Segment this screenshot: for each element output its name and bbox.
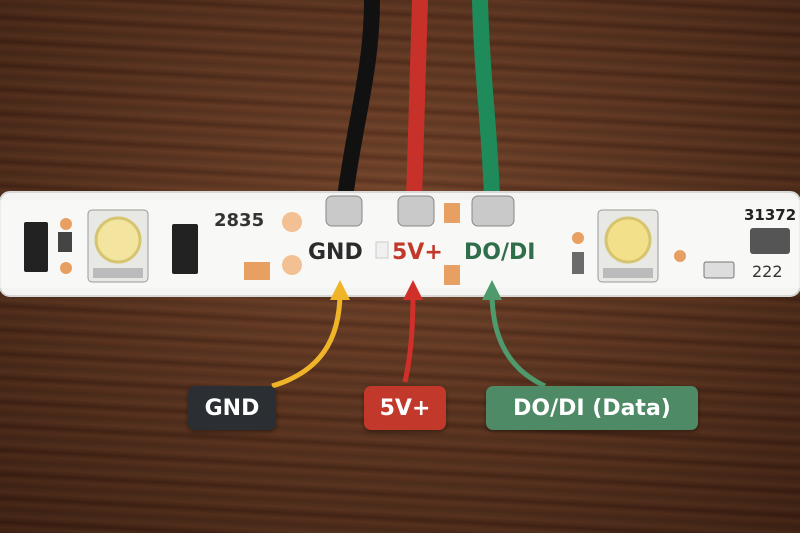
arrow-gnd [271,291,343,389]
resistor-left [24,222,48,272]
solder-joint-data [471,195,515,227]
edge-code-bottom: 222 [752,262,783,281]
pad-label-gnd: GND [308,240,363,265]
callout-5v: 5V+ [364,386,446,430]
copper-pad [244,262,270,280]
pad-label-data: DO/DI [464,240,536,265]
solder-joint-5v [397,195,435,227]
arrow-data [489,291,547,389]
edge-code-top: 31372 [744,206,797,224]
chip-code-label: 2835 [214,210,265,231]
callout-data: DO/DI (Data) [486,386,698,430]
red-wire [406,0,428,208]
diode-left [172,224,198,274]
green-wire [472,0,500,208]
pad-label-5v: 5V+ [392,240,443,265]
solder-joint-gnd [325,195,363,227]
chip-right [750,228,790,254]
callout-gnd: GND [188,386,276,430]
arrow-5v [402,291,416,383]
black-wire [337,0,380,206]
